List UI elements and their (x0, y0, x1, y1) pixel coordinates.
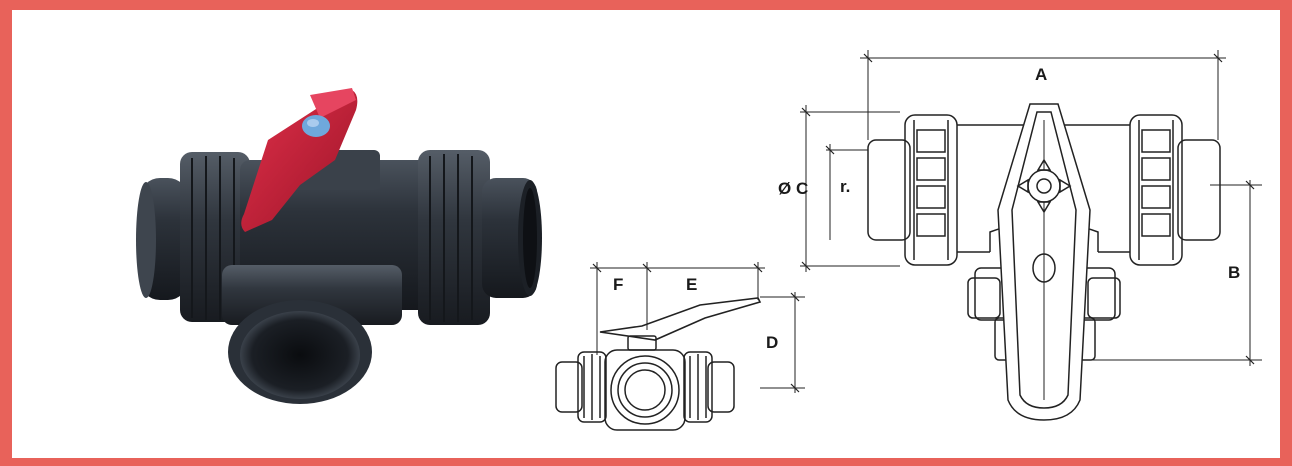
label-d: D (766, 333, 778, 352)
valve-photo (136, 88, 542, 404)
label-oc: Ø C (778, 179, 808, 198)
label-r: r. (840, 177, 850, 196)
label-b: B (1228, 263, 1240, 282)
large-drawing (800, 50, 1262, 421)
label-f: F (613, 275, 623, 294)
small-drawing (555, 262, 805, 431)
label-e: E (686, 275, 697, 294)
label-a: A (1035, 65, 1047, 84)
